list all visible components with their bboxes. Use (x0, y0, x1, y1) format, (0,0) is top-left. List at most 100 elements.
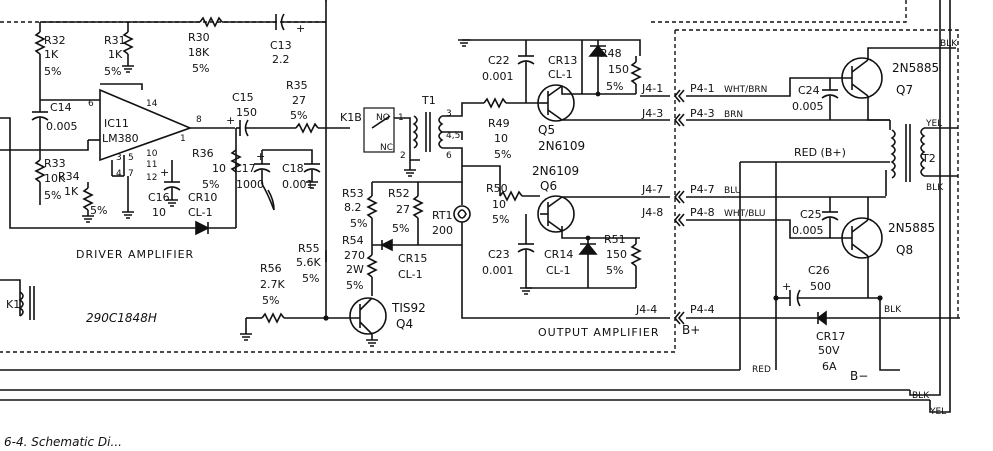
figure-caption: 6-4. Schematic Di... (4, 435, 122, 449)
r52-value: 27 (396, 203, 410, 216)
blk-label-right: BLK (926, 183, 944, 193)
r32-label: R32 (44, 34, 66, 47)
q8-type: 2N5885 (888, 221, 935, 235)
r32-tol: 5% (44, 65, 61, 78)
r53-tol: 5% (350, 217, 367, 230)
driver-section-label: DRIVER AMPLIFIER (76, 248, 194, 261)
c13-value: 2.2 (272, 53, 290, 66)
r55-value: 5.6K (296, 256, 321, 269)
drawing-number: 290C1848H (86, 311, 157, 325)
r54-label: R54 (342, 234, 364, 247)
cr13-label: CR13 (548, 54, 577, 67)
driver-amplifier: + C13 2.2 R30 18K 5% R32 1K 5% R31 1K 5%… (0, 13, 350, 261)
red-label-bottom: RED (752, 365, 771, 375)
r34-tol: 5% (90, 204, 107, 217)
j4-4-label: J4-4 (635, 303, 657, 316)
r51-label: R51 (604, 233, 626, 246)
c23-label: C23 (488, 248, 510, 261)
ic-pin-1: 1 (180, 134, 186, 144)
q7-label: Q7 (896, 83, 913, 97)
p4-1-label: P4-1 (690, 82, 715, 95)
rt1-label: RT1 (432, 209, 453, 222)
k1b-label: K1B (340, 111, 362, 124)
r55-label: R55 (298, 242, 320, 255)
c15-value: 150 (236, 106, 257, 119)
ic-pin-7: 7 (128, 169, 134, 179)
r54-value: 270 (344, 249, 365, 262)
p4-7-label: P4-7 (690, 183, 715, 196)
r31-label: R31 (104, 34, 126, 47)
c25-value: 0.005 (792, 224, 824, 237)
r50-tol: 5% (492, 213, 509, 226)
svg-text:+: + (160, 166, 169, 179)
r51-value: 150 (606, 248, 627, 261)
r32-value: 1K (44, 48, 59, 61)
q4-ref: Q4 (396, 317, 413, 331)
r30-value: 18K (188, 46, 210, 59)
svg-text:+: + (256, 150, 265, 163)
svg-text:+: + (296, 22, 305, 35)
r49-label: R49 (488, 117, 510, 130)
b-minus-label: B− (850, 369, 868, 383)
r54-power: 2W (346, 263, 364, 276)
k1b-pin-2: 2 (400, 151, 406, 161)
ic-pin-8: 8 (196, 115, 202, 125)
cr17-amp: 6A (822, 360, 837, 373)
cr17-volt: 50V (818, 344, 840, 357)
yel-label-right: YEL (925, 119, 942, 129)
output-stage: C24 0.005 2N5885 Q7 BLK T2 YEL BLK RED (… (740, 39, 958, 417)
blk-label-bottom: BLK (912, 391, 930, 401)
yel-label-bottom: YEL (929, 407, 946, 417)
t1-pin-6: 6 (446, 151, 452, 161)
q4-label: TIS92 (391, 301, 426, 315)
red-bplus-label: RED (B+) (794, 146, 846, 159)
r34-value: 1K (64, 185, 79, 198)
p4-8-wire: WHT/BLU (724, 209, 766, 219)
frame-lines (0, 0, 959, 413)
q4-area: R53 8.2 5% R52 27 5% RT1 200 CR15 CL-1 R… (0, 166, 471, 347)
r33-tol: 5% (44, 189, 61, 202)
cr10-value: CL-1 (188, 206, 213, 219)
cr13-value: CL-1 (548, 68, 573, 81)
cr17-label: CR17 (816, 330, 845, 343)
svg-text:+: + (226, 114, 235, 127)
ic-pin-3: 3 (116, 153, 122, 163)
c26-label: C26 (808, 264, 830, 277)
q7-type: 2N5885 (892, 61, 939, 75)
r48-tol: 5% (606, 80, 623, 93)
k1b-nc: NC (380, 143, 393, 153)
r48-label: R48 (600, 47, 622, 60)
blk-label-top: BLK (940, 39, 958, 49)
ic-pin-5: 5 (128, 153, 134, 163)
r56-label: R56 (260, 262, 282, 275)
c17-label: C17 (234, 162, 256, 175)
p4-3-label: P4-3 (690, 107, 715, 120)
r49-value: 10 (494, 132, 508, 145)
r51-tol: 5% (606, 264, 623, 277)
r35-value: 27 (292, 94, 306, 107)
b-plus-label: B+ (682, 323, 700, 337)
c16-value: 10 (152, 206, 166, 219)
r30-tol: 5% (192, 62, 209, 75)
cr15-value: CL-1 (398, 268, 423, 281)
ic11-value: LM380 (102, 132, 139, 145)
r33-value: 10K (44, 172, 66, 185)
cr14-label: CR14 (544, 248, 573, 261)
q6-type: 2N6109 (532, 164, 579, 178)
t1-pin-3: 3 (446, 109, 452, 119)
c24-value: 0.005 (792, 100, 824, 113)
r52-tol: 5% (392, 222, 409, 235)
c18-label: C18 (282, 162, 304, 175)
j4-8-label: J4-8 (641, 206, 663, 219)
q6-label: Q6 (540, 179, 557, 193)
c13-label: C13 (270, 39, 292, 52)
p4-7-wire: BLU (724, 186, 741, 196)
ic-pin-10: 10 (146, 149, 158, 159)
relay-transformer: K1B NO NC 1 2 T1 3 4,5 6 (340, 94, 484, 177)
r56-tol: 5% (262, 294, 279, 307)
c25-label: C25 (800, 208, 822, 221)
r54-tol: 5% (346, 279, 363, 292)
k1-label: K1 (6, 298, 20, 311)
c17-value: 1000 (236, 178, 264, 191)
